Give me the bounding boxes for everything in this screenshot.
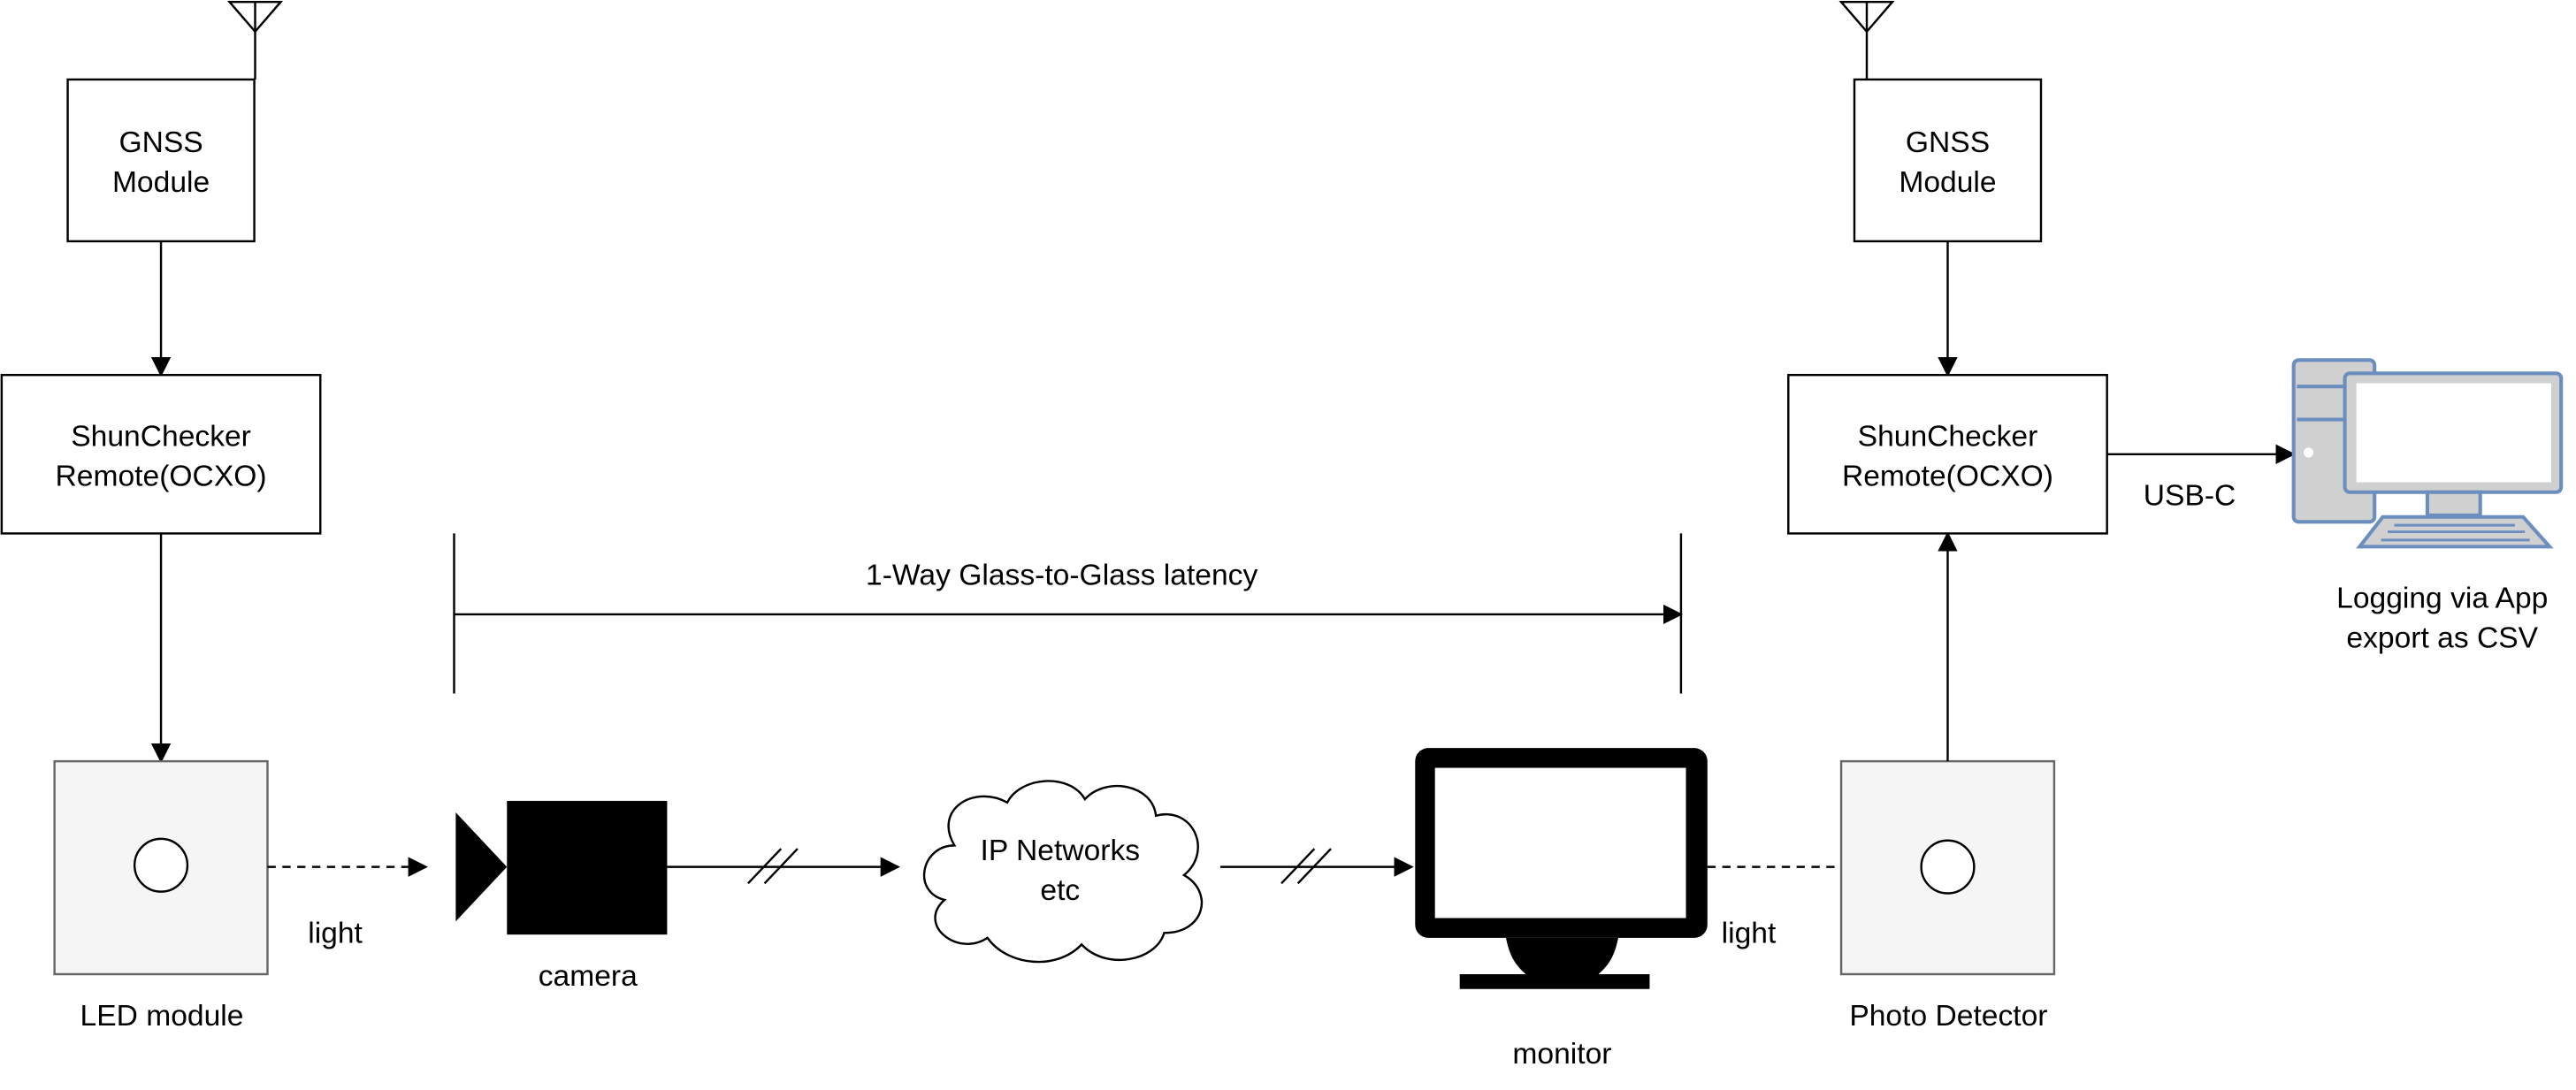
camera-label: camera — [539, 960, 638, 993]
pc-label-line1: Logging via App — [2336, 582, 2548, 614]
camera-icon — [455, 800, 668, 935]
right-gnss-module: GNSS Module — [1853, 78, 2043, 243]
right-light-label: light — [1722, 918, 1777, 950]
led-module-label: LED module — [80, 1000, 244, 1033]
right-antenna-icon — [1838, 0, 1895, 80]
latency-bracket — [453, 533, 1684, 694]
monitor-link-break-mark — [1280, 848, 1332, 885]
right-remote-label-line1: ShunChecker — [1858, 420, 2038, 453]
left-light-label: light — [308, 918, 363, 950]
cloud-icon — [922, 780, 1204, 964]
right-gnss-label-line1: GNSS — [1906, 126, 1990, 159]
usb-c-label: USB-C — [2144, 480, 2236, 513]
cloud-label-line1: IP Networks — [981, 835, 1141, 867]
led-icon — [133, 837, 189, 893]
left-gnss-label-line1: GNSS — [118, 126, 203, 159]
latency-label: 1-Way Glass-to-Glass latency — [866, 559, 1257, 591]
camera-link-break-mark — [747, 848, 799, 885]
monitor-label: monitor — [1512, 1038, 1611, 1071]
led-module — [53, 759, 269, 976]
photo-sensor-icon — [1920, 839, 1976, 895]
photo-detector — [1839, 759, 2056, 976]
right-shunchecker-remote: ShunChecker Remote(OCXO) — [1787, 373, 2108, 535]
left-shunchecker-remote: ShunChecker Remote(OCXO) — [0, 373, 322, 535]
photo-detector-label: Photo Detector — [1849, 1000, 2047, 1033]
left-remote-label-line2: Remote(OCXO) — [56, 460, 267, 492]
right-gnss-label-line2: Module — [1899, 166, 1996, 199]
pc-label-line2: export as CSV — [2346, 621, 2538, 654]
monitor-icon — [1415, 748, 1708, 989]
cloud-label-line2: etc — [1040, 874, 1080, 907]
right-remote-label-line2: Remote(OCXO) — [1842, 460, 2053, 492]
left-remote-label-line1: ShunChecker — [71, 420, 251, 453]
computer-icon — [2291, 358, 2564, 549]
left-antenna-icon — [226, 0, 284, 80]
left-gnss-label-line2: Module — [112, 166, 210, 199]
left-gnss-module: GNSS Module — [66, 78, 256, 243]
